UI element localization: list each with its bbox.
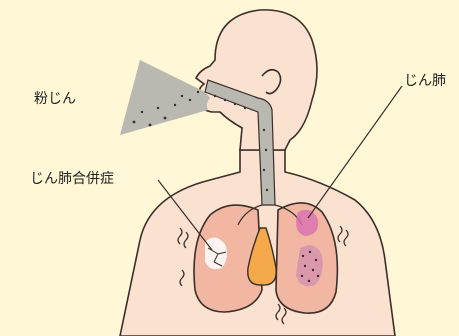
dust-particles xyxy=(132,90,269,192)
lung-lesion xyxy=(296,209,319,236)
complication-leader xyxy=(157,179,213,251)
pneumoconiosis-label: じん肺 xyxy=(404,73,446,89)
dust-label: 粉じん xyxy=(34,91,76,107)
head xyxy=(194,9,318,151)
nodule-dots xyxy=(300,250,320,283)
ear-icon xyxy=(261,68,282,95)
complication-label: じん肺合併症 xyxy=(30,171,114,187)
pneumoconiosis-leader xyxy=(307,85,403,219)
left-lung xyxy=(193,204,263,313)
dust-cloud xyxy=(120,60,210,135)
airway xyxy=(204,79,276,206)
heart xyxy=(247,227,277,286)
irritation-marks xyxy=(177,225,349,325)
